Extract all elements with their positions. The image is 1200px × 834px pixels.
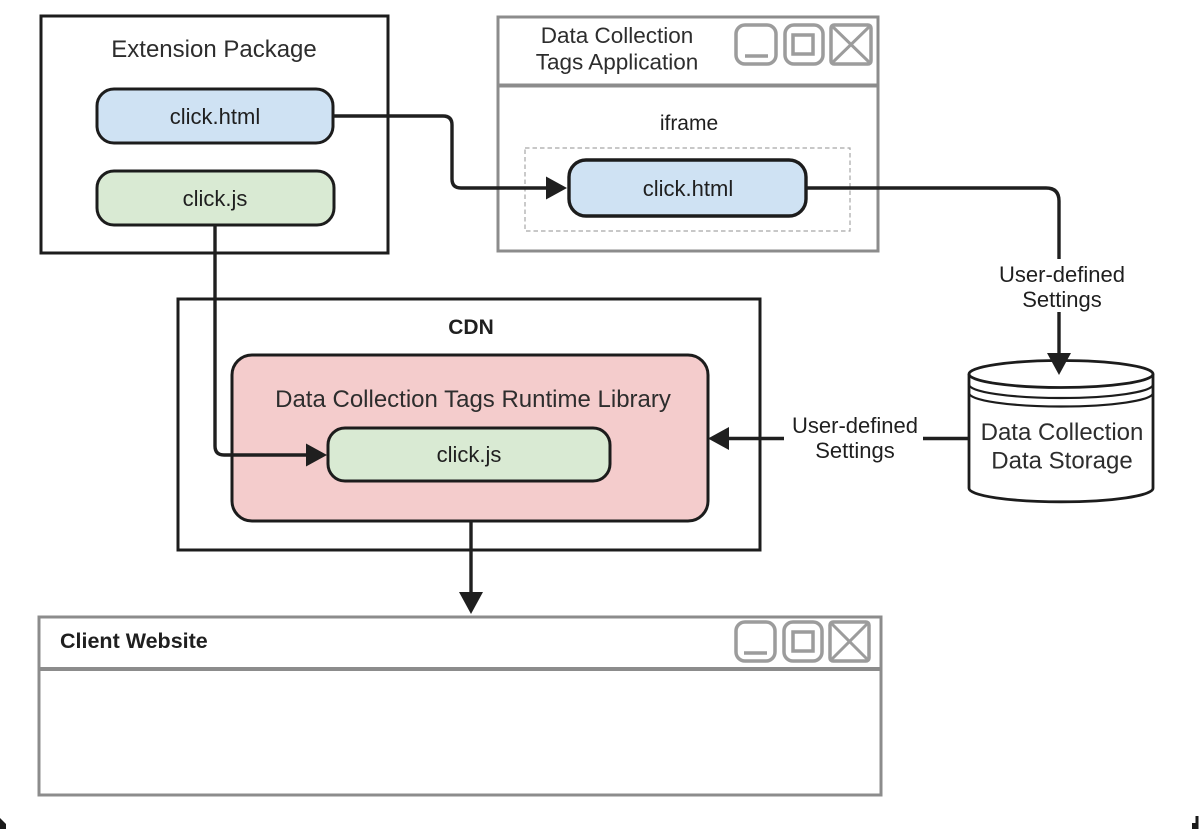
svg-text:click.js: click.js [183,186,248,211]
svg-text:click.html: click.html [170,104,260,129]
svg-text:Data Collection: Data Collection [541,23,694,48]
svg-text:Extension Package: Extension Package [111,36,316,63]
svg-text:click.js: click.js [437,442,502,467]
svg-text:iframe: iframe [660,112,718,135]
svg-text:Settings: Settings [1022,287,1102,312]
svg-text:Settings: Settings [815,438,895,463]
svg-text:click.html: click.html [643,176,733,201]
svg-text:CDN: CDN [448,316,494,339]
svg-text:Data Collection Tags Runtime L: Data Collection Tags Runtime Library [275,386,671,413]
svg-text:Tags Application: Tags Application [536,50,699,75]
svg-text:User-defined: User-defined [999,262,1125,287]
svg-text:User-defined: User-defined [792,413,918,438]
svg-text:Client Website: Client Website [60,629,208,653]
svg-text:Data Collection: Data Collection [981,419,1144,446]
svg-text:Data Storage: Data Storage [991,448,1132,475]
